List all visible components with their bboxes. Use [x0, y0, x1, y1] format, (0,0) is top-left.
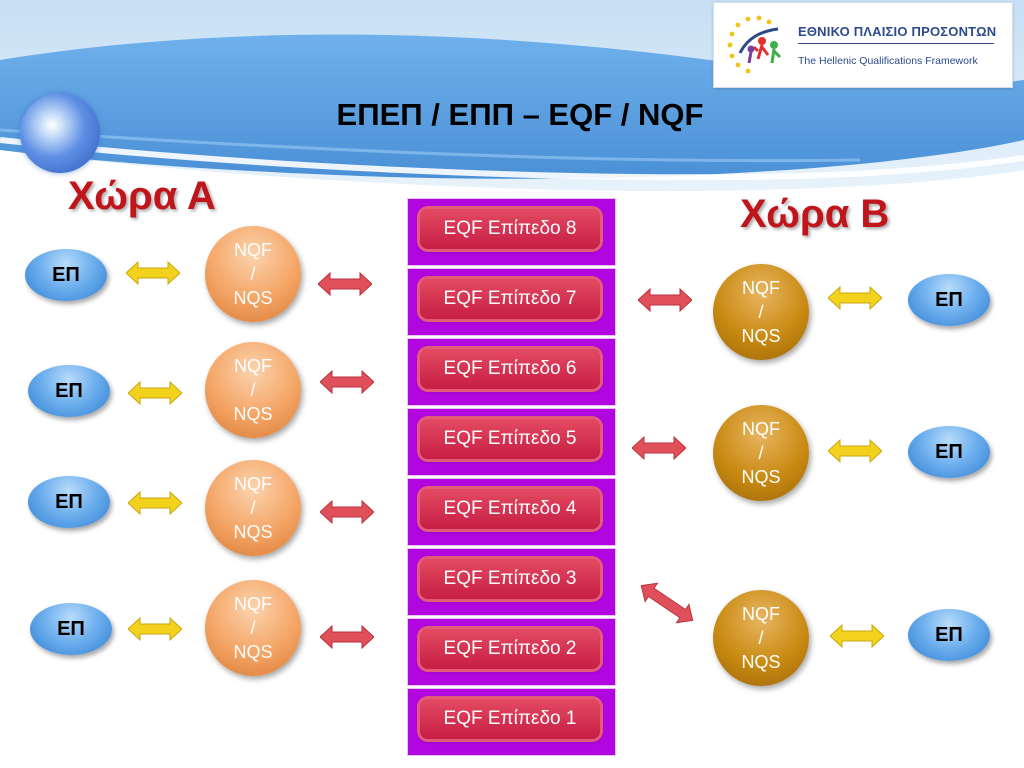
- slide-title: ΕΠΕΠ / ΕΠΠ – EQF / NQF: [336, 97, 704, 132]
- nqs-text: NQS: [233, 404, 273, 424]
- nqf-nqs-circle-country-a: NQF / NQS: [205, 460, 301, 556]
- double-arrow-icon: [318, 272, 372, 296]
- eqf-level-cell: EQF Επίπεδο 1: [407, 688, 616, 756]
- logo-subtitle: The Hellenic Qualifications Framework: [798, 55, 978, 67]
- eqf-level-cell: EQF Επίπεδο 4: [407, 478, 616, 546]
- logo-divider: [798, 43, 994, 44]
- nqs-text: NQS: [741, 326, 781, 346]
- nqf-text: NQF: [742, 419, 780, 439]
- nqf-slash: /: [250, 380, 256, 400]
- double-arrow-icon: [830, 624, 884, 648]
- nqs-text: NQS: [233, 642, 273, 662]
- nqf-text: NQF: [234, 240, 272, 260]
- eqf-level-label: EQF Επίπεδο 4: [420, 489, 600, 529]
- background-orb-icon: [20, 93, 100, 173]
- ep-oval-country-a: ΕΠ: [28, 365, 110, 417]
- nqf-slash: /: [250, 498, 256, 518]
- nqf-text: NQF: [234, 474, 272, 494]
- country-b-label: Χώρα Β: [740, 192, 890, 236]
- nqf-slash: /: [250, 618, 256, 638]
- eqf-level-label: EQF Επίπεδο 3: [420, 559, 600, 599]
- double-arrow-icon: [632, 436, 686, 460]
- double-arrow-icon: [320, 500, 374, 524]
- eqf-level-label: EQF Επίπεδο 2: [420, 629, 600, 669]
- nqf-slash: /: [250, 264, 256, 284]
- eqf-level-label: EQF Επίπεδο 8: [420, 209, 600, 249]
- ep-oval-country-a: ΕΠ: [25, 249, 107, 301]
- nqf-text: NQF: [234, 594, 272, 614]
- eqf-level-cell: EQF Επίπεδο 2: [407, 618, 616, 686]
- nqf-nqs-circle-country-b: NQF / NQS: [713, 405, 809, 501]
- nqf-nqs-circle-country-a: NQF / NQS: [205, 342, 301, 438]
- logo-title: ΕΘΝΙΚΟ ΠΛΑΙΣΙΟ ΠΡΟΣΟΝΤΩΝ: [798, 24, 997, 39]
- double-arrow-icon: [126, 261, 180, 285]
- eqf-level-label: EQF Επίπεδο 1: [420, 699, 600, 739]
- nqf-nqs-circle-country-a: NQF / NQS: [205, 226, 301, 322]
- double-arrow-icon: [128, 381, 182, 405]
- ep-oval-country-b: ΕΠ: [908, 274, 990, 326]
- eqf-level-cell: EQF Επίπεδο 3: [407, 548, 616, 616]
- eqf-level-cell: EQF Επίπεδο 5: [407, 408, 616, 476]
- double-arrow-icon: [828, 286, 882, 310]
- eqf-level-label: EQF Επίπεδο 5: [420, 419, 600, 459]
- nqf-text: NQF: [742, 604, 780, 624]
- ep-oval-country-b: ΕΠ: [908, 426, 990, 478]
- nqs-text: NQS: [741, 467, 781, 487]
- nqf-nqs-circle-country-b: NQF / NQS: [713, 590, 809, 686]
- nqf-slash: /: [758, 628, 764, 648]
- nqs-text: NQS: [233, 288, 273, 308]
- eqf-level-cell: EQF Επίπεδο 8: [407, 198, 616, 266]
- double-arrow-icon: [638, 288, 692, 312]
- double-arrow-icon: [320, 370, 374, 394]
- eqf-level-label: EQF Επίπεδο 7: [420, 279, 600, 319]
- logo: ΕΘΝΙΚΟ ΠΛΑΙΣΙΟ ΠΡΟΣΟΝΤΩΝ The Hellenic Qu…: [713, 2, 1013, 88]
- nqs-text: NQS: [741, 652, 781, 672]
- nqs-text: NQS: [233, 522, 273, 542]
- double-arrow-icon: [640, 582, 694, 624]
- eqf-level-label: EQF Επίπεδο 6: [420, 349, 600, 389]
- ep-oval-country-a: ΕΠ: [28, 476, 110, 528]
- ep-oval-country-a: ΕΠ: [30, 603, 112, 655]
- nqf-slash: /: [758, 443, 764, 463]
- nqf-text: NQF: [742, 278, 780, 298]
- nqf-nqs-circle-country-b: NQF / NQS: [713, 264, 809, 360]
- double-arrow-icon: [128, 617, 182, 641]
- eqf-level-cell: EQF Επίπεδο 6: [407, 338, 616, 406]
- eqf-level-cell: EQF Επίπεδο 7: [407, 268, 616, 336]
- ep-oval-country-b: ΕΠ: [908, 609, 990, 661]
- double-arrow-icon: [828, 439, 882, 463]
- double-arrow-icon: [128, 491, 182, 515]
- nqf-text: NQF: [234, 356, 272, 376]
- double-arrow-icon: [320, 625, 374, 649]
- country-a-label: Χώρα Α: [68, 174, 216, 218]
- nqf-slash: /: [758, 302, 764, 322]
- logo-stars-figures-icon: [727, 15, 782, 74]
- nqf-nqs-circle-country-a: NQF / NQS: [205, 580, 301, 676]
